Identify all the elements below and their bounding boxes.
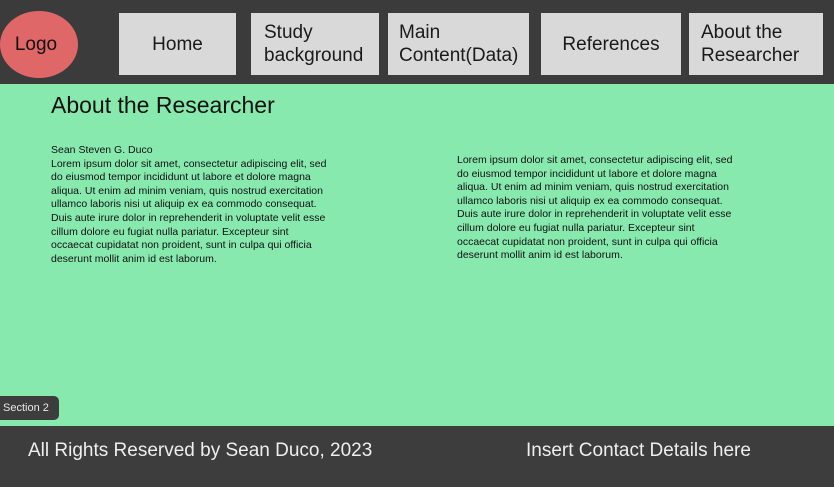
nav-references-label: References xyxy=(562,33,660,55)
logo[interactable]: Logo xyxy=(0,11,78,78)
nav-study-background-label: Study background xyxy=(264,22,364,66)
nav-main-content-button[interactable]: Main Content(Data) xyxy=(388,13,529,75)
left-column: Sean Steven G. Duco Lorem ipsum dolor si… xyxy=(51,144,331,266)
footer-contact: Insert Contact Details here xyxy=(526,440,751,461)
researcher-name: Sean Steven G. Duco xyxy=(51,144,153,156)
right-column-text: Lorem ipsum dolor sit amet, consectetur … xyxy=(457,154,733,262)
nav-about-researcher-label: About the Researcher xyxy=(701,22,800,66)
nav-home-button[interactable]: Home xyxy=(119,13,236,75)
nav-references-button[interactable]: References xyxy=(541,13,681,75)
section-tag[interactable]: Section 2 xyxy=(0,396,59,420)
main-section: About the Researcher Sean Steven G. Duco… xyxy=(0,84,834,426)
logo-label: Logo xyxy=(14,33,58,55)
header: Logo Home Study background Main Content(… xyxy=(0,0,834,84)
nav-home-label: Home xyxy=(152,33,203,55)
footer-copyright: All Rights Reserved by Sean Duco, 2023 xyxy=(28,440,373,461)
left-column-text: Lorem ipsum dolor sit amet, consectetur … xyxy=(51,157,327,265)
nav-main-content-label: Main Content(Data) xyxy=(399,22,519,66)
nav-about-researcher-button[interactable]: About the Researcher xyxy=(689,13,823,75)
footer: All Rights Reserved by Sean Duco, 2023 I… xyxy=(0,426,834,487)
right-column: Lorem ipsum dolor sit amet, consectetur … xyxy=(457,154,737,263)
page-title: About the Researcher xyxy=(51,92,275,118)
nav-study-background-button[interactable]: Study background xyxy=(251,13,379,75)
section-tag-label: Section 2 xyxy=(3,402,49,414)
